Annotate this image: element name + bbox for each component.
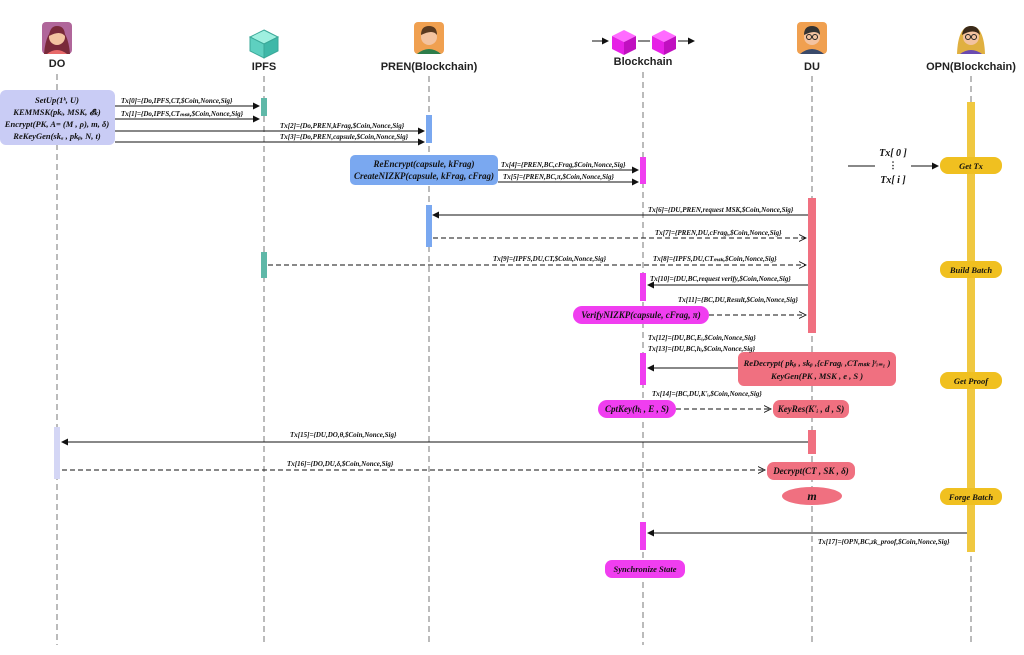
tx2-label: Tx[2]={Do,PREN,kFrag,$Coin,Nonce,Sig} [280, 122, 405, 130]
tx0-label: Tx[0]={Do,IPFS,CT,$Coin,Nonce,Sig} [121, 97, 233, 105]
actor-label-pren: PREN(Blockchain) [381, 61, 478, 73]
actor-label-ipfs: IPFS [252, 61, 276, 73]
actor-label-du: DU [804, 61, 820, 73]
opn-step-forge-batch: Forge Batch [940, 488, 1002, 505]
message-m-ellipse: m [782, 487, 842, 505]
do-setup-line: KEMMSK(pkᵢ, MSK, 𝓔ₖ) [12, 107, 101, 117]
pren-reencrypt-line: ReEncrypt(capsule, kFrag) [373, 159, 475, 169]
opn-step-label: Get Proof [954, 376, 989, 386]
actor-label-do: DO [49, 58, 66, 70]
cptkey-label: CptKey(hᵢ , E , S) [605, 404, 669, 414]
tx-input-dots: ⋮ [889, 160, 898, 170]
tx4-label: Tx[4]={PREN,BC,cFrag,$Coin,Nonce,Sig} [501, 161, 626, 169]
synchronize-state-box: Synchronize State [605, 560, 685, 578]
tx7-label: Tx[7]={PREN,DU,cFragᵢ,$Coin,Nonce,Sig} [655, 229, 782, 237]
do-setup-box: SetUp(1ᵏ, U) KEMMSK(pkᵢ, MSK, 𝓔ₖ) Encryp… [0, 90, 115, 145]
blockchain-activation-bar [640, 273, 646, 301]
woman-avatar-icon [42, 22, 72, 54]
redecrypt-line: ReDecrypt( pkᵦ , skᵦ ,{cFragᵢ ,CTₘₛₖ }ᵗᵢ… [743, 358, 891, 368]
tx3-label: Tx[3]={Do,PREN,capsule,$Coin,Nonce,Sig} [280, 133, 409, 141]
verify-nizkp-label: VerifyNIZKP(capsule, cFrag, π) [581, 310, 700, 320]
tx6-label: Tx[6]={DU,PREN,request MSK,$Coin,Nonce,S… [648, 206, 794, 214]
opn-step-get-tx: Get Tx [940, 157, 1002, 174]
opn-step-label: Forge Batch [948, 492, 993, 502]
do-setup-line: SetUp(1ᵏ, U) [35, 95, 79, 105]
tx8-label: Tx[8]={IPFS,DU,CTₘₛₖ,$Coin,Nonce,Sig} [653, 255, 777, 263]
verify-nizkp-box: VerifyNIZKP(capsule, cFrag, π) [573, 306, 709, 324]
blockchain-activation-bar [640, 522, 646, 550]
tx5-label: Tx[5]={PREN,BC,π,$Coin,Nonce,Sig} [503, 173, 614, 181]
blockchain-cubes-icon [592, 30, 695, 55]
man-avatar-icon [414, 22, 444, 54]
actor-label-opn: OPN(Blockchain) [926, 61, 1016, 73]
keyres-box: KeyRes(K'ᵢ , d , S) [773, 400, 849, 418]
tx9-label: Tx[9]={IPFS,DU,CT,$Coin,Nonce,Sig} [493, 255, 607, 263]
decrypt-label: Decrypt(CT , SK , δ) [772, 466, 849, 476]
redecrypt-box: ReDecrypt( pkᵦ , skᵦ ,{cFragᵢ ,CTₘₛₖ }ᵗᵢ… [738, 352, 896, 386]
tx1-label: Tx[1]={Do,IPFS,CTₘₛₖ,$Coin,Nonce,Sig} [121, 110, 244, 118]
tx10-label: Tx[10]={DU,BC,request verify,$Coin,Nonce… [650, 275, 791, 283]
synchronize-state-label: Synchronize State [613, 564, 676, 574]
pren-reencrypt-line: CreateNIZKP(capsule, kFrag, cFrag) [354, 171, 494, 181]
opn-step-label: Build Batch [949, 265, 993, 275]
decrypt-box: Decrypt(CT , SK , δ) [767, 462, 855, 480]
cptkey-box: CptKey(hᵢ , E , S) [598, 400, 676, 418]
opn-step-label: Get Tx [959, 161, 984, 171]
redecrypt-line: KeyGen(PK , MSK , e , S ) [770, 371, 863, 381]
blockchain-activation-bar [640, 353, 646, 385]
tx17-label: Tx[17]={OPN,BC,zk_proof,$Coin,Nonce,Sig} [818, 538, 950, 546]
du-activation-bar [808, 430, 816, 454]
do-setup-line: ReKeyGen(skₐ , pkᵦ, N, t) [12, 131, 101, 141]
do-activation-bar [54, 427, 60, 479]
blockchain-activation-bar [640, 157, 646, 184]
opn-activation-bar [967, 102, 975, 552]
woman-glasses-avatar-icon [957, 26, 985, 54]
man-glasses-avatar-icon [797, 22, 827, 54]
tx12-label: Tx[12]={DU,BC,Eᵢ,$Coin,Nonce,Sig} [648, 334, 756, 342]
tx-input-bottom: Tx[ i ] [880, 175, 906, 186]
opn-step-build-batch: Build Batch [940, 261, 1002, 278]
cube-icon [248, 29, 280, 59]
message-m-label: m [807, 489, 816, 503]
opn-step-get-proof: Get Proof [940, 372, 1002, 389]
tx-input-list: Tx[ 0 ] ⋮ Tx[ i ] [848, 148, 939, 186]
tx-input-top: Tx[ 0 ] [879, 148, 907, 159]
ipfs-activation-bar [261, 98, 267, 116]
pren-reencrypt-box: ReEncrypt(capsule, kFrag) CreateNIZKP(ca… [350, 155, 498, 185]
keyres-label: KeyRes(K'ᵢ , d , S) [777, 404, 845, 414]
do-setup-line: Encrypt(PK, A= (M , ρ), m, δ) [4, 119, 110, 129]
tx16-label: Tx[16]={DO,DU,δ,$Coin,Nonce,Sig} [287, 460, 394, 468]
tx11-label: Tx[11]={BC,DU,Result,$Coin,Nonce,Sig} [678, 296, 798, 304]
tx13-label: Tx[13]={DU,BC,hᵢ,$Coin,Nonce,Sig} [648, 345, 756, 353]
ipfs-activation-bar [261, 252, 267, 278]
tx15-label: Tx[15]={DU,DO,θ,$Coin,Nonce,Sig} [290, 431, 397, 439]
actor-label-blockchain: Blockchain [614, 56, 673, 68]
pren-activation-bar [426, 115, 432, 143]
du-activation-bar [808, 198, 816, 333]
tx14-label: Tx[14]={BC,DU,K'ᵢ,$Coin,Nonce,Sig} [652, 390, 762, 398]
pren-activation-bar [426, 205, 432, 247]
